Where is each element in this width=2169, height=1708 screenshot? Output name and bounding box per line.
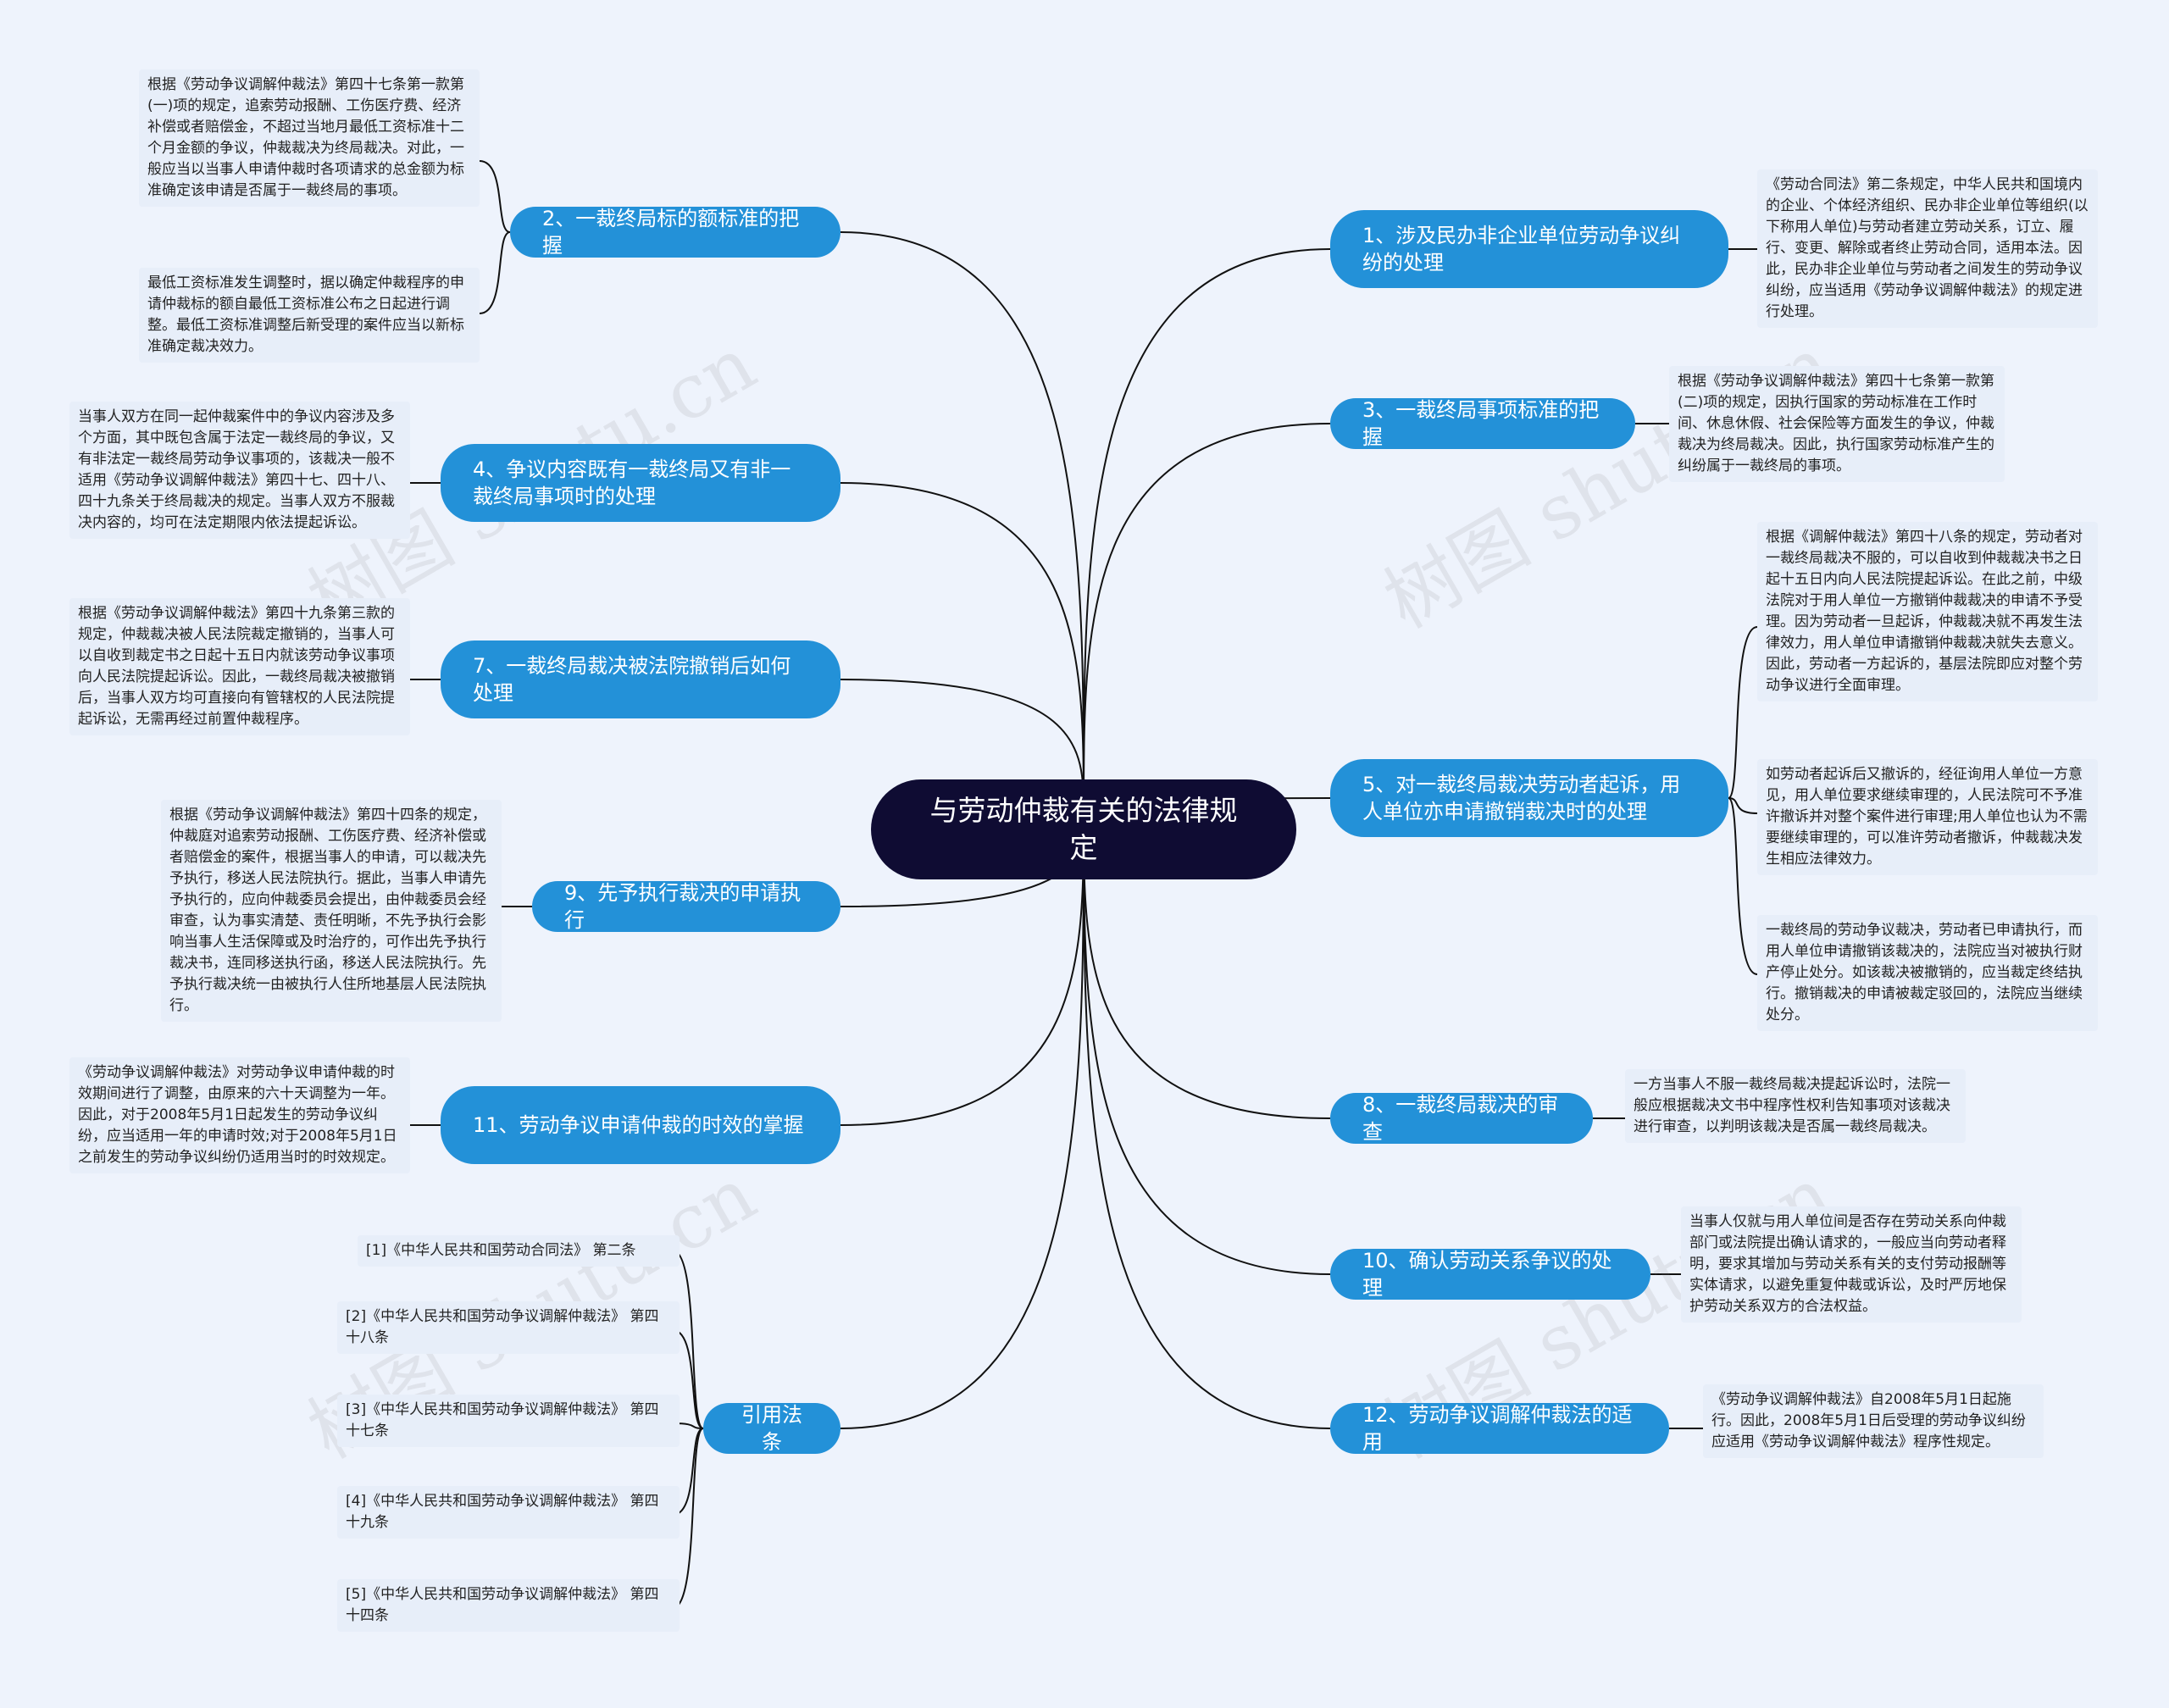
link-b5-note-1 xyxy=(1728,797,1758,814)
citation-1: [1]《中华人民共和国劳动合同法》 第二条 xyxy=(358,1235,680,1267)
citation-4: [4]《中华人民共和国劳动争议调解仲裁法》 第四十九条 xyxy=(337,1486,680,1539)
note-1: 《劳动合同法》第二条规定，中华人民共和国境内的企业、个体经济组织、民办非企业单位… xyxy=(1757,169,2098,328)
link-root-1 xyxy=(1083,248,1331,814)
branch-12-law-application[interactable]: 12、劳动争议调解仲裁法的适用 xyxy=(1330,1403,1669,1454)
note-9: 根据《劳动争议调解仲裁法》第四十四条的规定，仲裁庭对追索劳动报酬、工伤医疗费、经… xyxy=(161,800,502,1022)
link-root-10 xyxy=(1083,812,1331,1275)
note-2b: 最低工资标准发生调整时，据以确定仲裁程序的申请仲裁标的额自最低工资标准公布之日起… xyxy=(139,268,480,363)
branch-8-review[interactable]: 8、一裁终局裁决的审查 xyxy=(1330,1093,1593,1144)
note-5a: 根据《调解仲裁法》第四十八条的规定，劳动者对一裁终局裁决不服的，可以自收到仲裁裁… xyxy=(1757,522,2098,702)
link-root-cited xyxy=(840,812,1084,1429)
link-cited-note-3 xyxy=(672,1428,704,1516)
note-3: 根据《劳动争议调解仲裁法》第四十七条第一款第(二)项的规定，因执行国家的劳动标准… xyxy=(1669,366,2005,482)
link-b2-note-0 xyxy=(479,160,511,233)
link-root-3 xyxy=(1083,423,1331,814)
branch-2-amount-standard[interactable]: 2、一裁终局标的额标准的把握 xyxy=(510,207,840,258)
branch-7-revoked-award[interactable]: 7、一裁终局裁决被法院撤销后如何处理 xyxy=(441,640,840,718)
note-4: 当事人双方在同一起仲裁案件中的争议内容涉及多个方面，其中既包含属于法定一裁终局的… xyxy=(69,402,410,539)
note-12: 《劳动争议调解仲裁法》自2008年5月1日起施行。因此，2008年5月1日后受理… xyxy=(1703,1384,2044,1458)
branch-1-civil-nonenterprise[interactable]: 1、涉及民办非企业单位劳动争议纠纷的处理 xyxy=(1330,210,1728,288)
branch-4-mixed-disputes[interactable]: 4、争议内容既有一裁终局又有非一裁终局事项时的处理 xyxy=(441,444,840,522)
branch-9-advance-execution[interactable]: 9、先予执行裁决的申请执行 xyxy=(532,881,840,932)
link-root-2 xyxy=(840,231,1084,814)
branch-3-matter-standard[interactable]: 3、一裁终局事项标准的把握 xyxy=(1330,398,1635,449)
link-cited-note-1 xyxy=(672,1329,704,1429)
link-cited-note-0 xyxy=(672,1250,704,1429)
root-topic[interactable]: 与劳动仲裁有关的法律规定 xyxy=(871,779,1296,879)
note-7: 根据《劳动争议调解仲裁法》第四十九条第三款的规定，仲裁裁决被人民法院裁定撤销的，… xyxy=(69,598,410,735)
branch-cited-laws[interactable]: 引用法条 xyxy=(703,1403,840,1454)
link-b2-note-1 xyxy=(479,231,511,314)
citation-3: [3]《中华人民共和国劳动争议调解仲裁法》 第四十七条 xyxy=(337,1395,680,1447)
note-5b: 如劳动者起诉后又撤诉的，经征询用人单位一方意见，用人单位要求继续审理的，人民法院… xyxy=(1757,759,2098,875)
note-8: 一方当事人不服一裁终局裁决提起诉讼时，法院一般应根据裁决文书中程序性权利告知事项… xyxy=(1625,1069,1966,1143)
note-10: 当事人仅就与用人单位间是否存在劳动关系向仲裁部门或法院提出确认请求的，一般应当向… xyxy=(1681,1206,2022,1323)
link-root-12 xyxy=(1083,812,1331,1429)
branch-10-labor-relation[interactable]: 10、确认劳动关系争议的处理 xyxy=(1330,1249,1650,1300)
note-11: 《劳动争议调解仲裁法》对劳动争议申请仲裁的时效期间进行了调整，由原来的六十天调整… xyxy=(69,1057,410,1173)
citation-2: [2]《中华人民共和国劳动争议调解仲裁法》 第四十八条 xyxy=(337,1301,680,1354)
branch-5-worker-sues-employer-revokes[interactable]: 5、对一裁终局裁决劳动者起诉，用人单位亦申请撤销裁决时的处理 xyxy=(1330,759,1728,837)
citation-5: [5]《中华人民共和国劳动争议调解仲裁法》 第四十四条 xyxy=(337,1579,680,1632)
link-cited-note-4 xyxy=(672,1428,704,1609)
link-b5-note-2 xyxy=(1728,797,1758,975)
note-2a: 根据《劳动争议调解仲裁法》第四十七条第一款第(一)项的规定，追索劳动报酬、工伤医… xyxy=(139,69,480,207)
note-5c: 一裁终局的劳动争议裁决，劳动者已申请执行，而用人单位申请撤销该裁决的，法院应当对… xyxy=(1757,915,2098,1031)
branch-11-time-limit[interactable]: 11、劳动争议申请仲裁的时效的掌握 xyxy=(441,1086,840,1164)
link-b5-note-0 xyxy=(1728,626,1758,799)
link-root-4 xyxy=(840,482,1084,814)
